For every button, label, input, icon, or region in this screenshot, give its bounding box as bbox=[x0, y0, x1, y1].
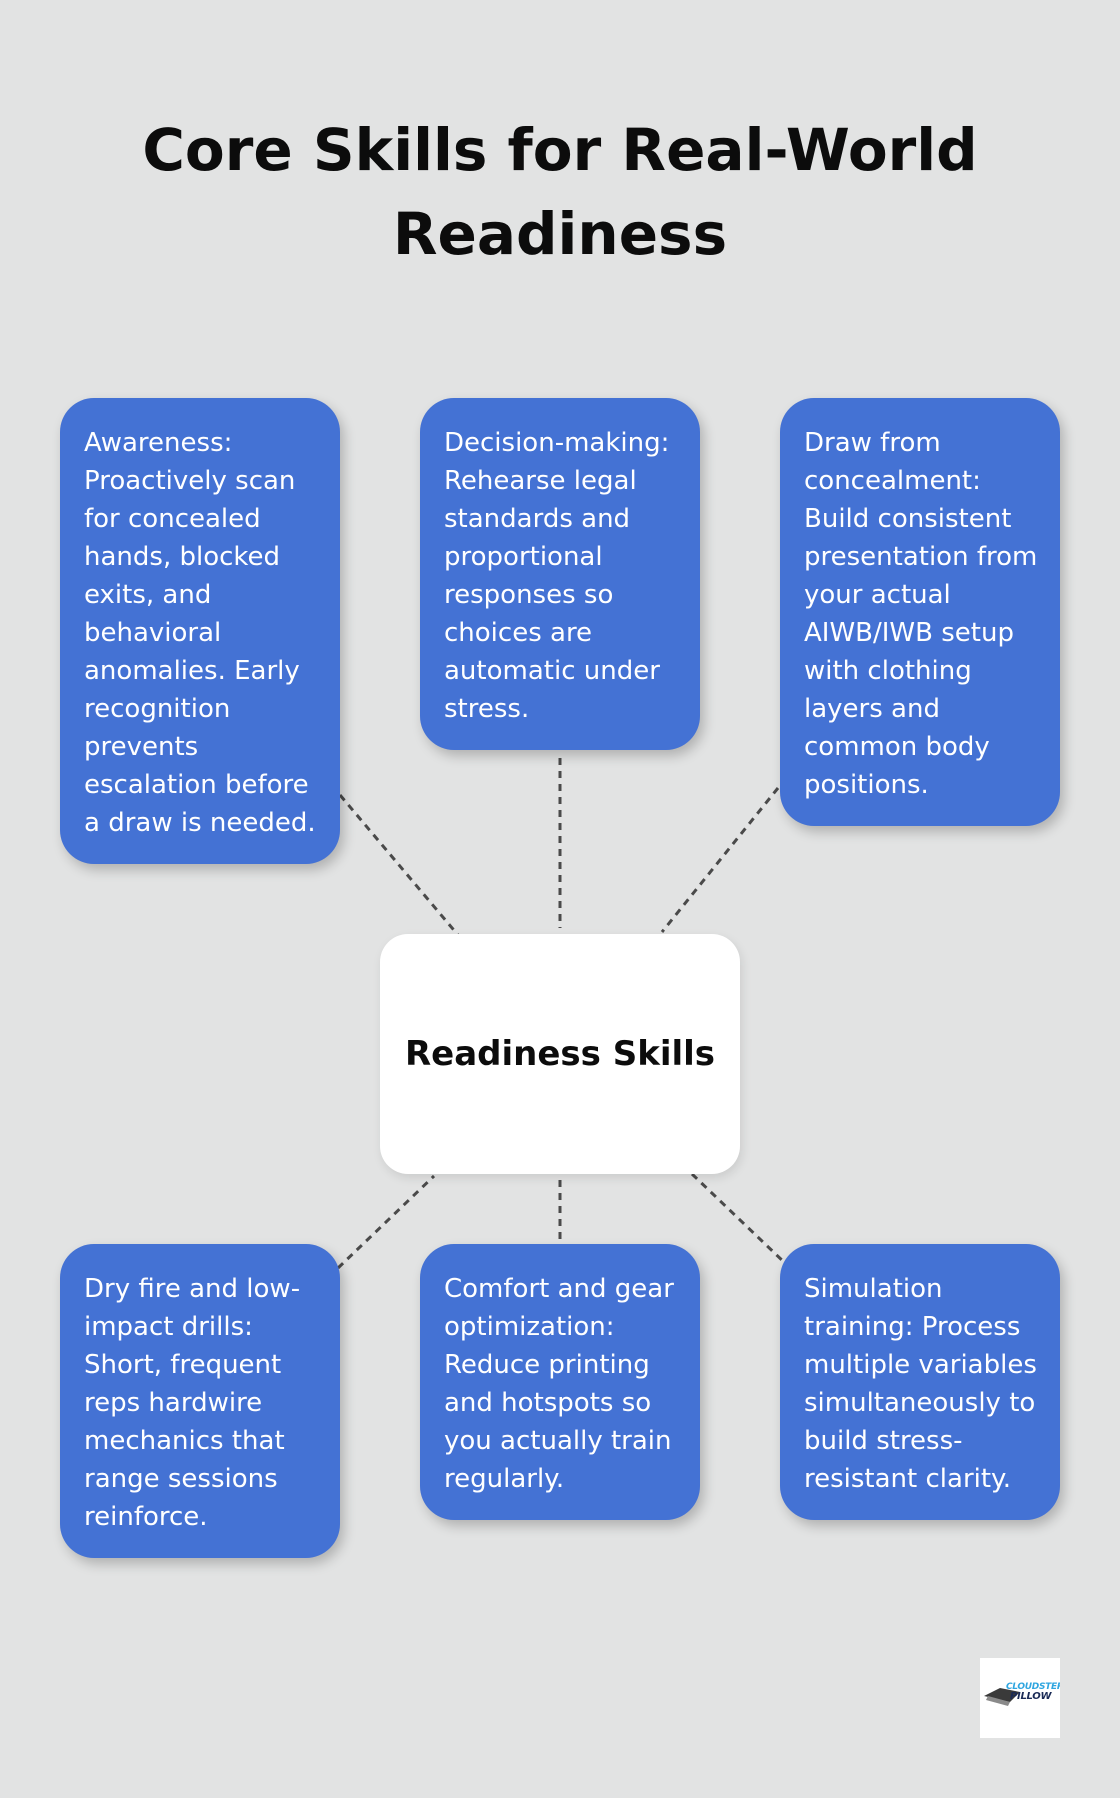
center-node: Readiness Skills bbox=[380, 934, 740, 1174]
connector-simulation bbox=[690, 1172, 788, 1266]
node-simulation-training-text: Simulation training: Process multiple va… bbox=[804, 1274, 1037, 1494]
node-awareness: Awareness: Proactively scan for conceale… bbox=[60, 398, 340, 864]
node-awareness-text: Awareness: Proactively scan for conceale… bbox=[84, 428, 316, 838]
node-decision-making-text: Decision-making: Rehearse legal standard… bbox=[444, 428, 670, 724]
node-draw-from-concealment: Draw from concealment: Build consistent … bbox=[780, 398, 1060, 826]
connector-awareness bbox=[338, 794, 460, 936]
connector-draw bbox=[660, 787, 780, 933]
center-node-label: Readiness Skills bbox=[404, 1034, 716, 1074]
logo-line1: CLOUDSTER bbox=[1006, 1682, 1060, 1692]
node-simulation-training: Simulation training: Process multiple va… bbox=[780, 1244, 1060, 1520]
node-decision-making: Decision-making: Rehearse legal standard… bbox=[420, 398, 700, 750]
brand-logo: CLOUDSTER PILLOW bbox=[980, 1658, 1060, 1738]
node-comfort-gear: Comfort and gear optimization: Reduce pr… bbox=[420, 1244, 700, 1520]
node-comfort-gear-text: Comfort and gear optimization: Reduce pr… bbox=[444, 1274, 674, 1494]
node-dry-fire: Dry fire and low-impact drills: Short, f… bbox=[60, 1244, 340, 1558]
pillow-icon bbox=[984, 1688, 1020, 1706]
page-title: Core Skills for Real-World Readiness bbox=[142, 116, 978, 268]
node-dry-fire-text: Dry fire and low-impact drills: Short, f… bbox=[84, 1274, 301, 1532]
node-draw-from-concealment-text: Draw from concealment: Build consistent … bbox=[804, 428, 1038, 800]
connector-dry-fire bbox=[336, 1174, 436, 1270]
logo-line2: PILLOW bbox=[1010, 1691, 1052, 1702]
